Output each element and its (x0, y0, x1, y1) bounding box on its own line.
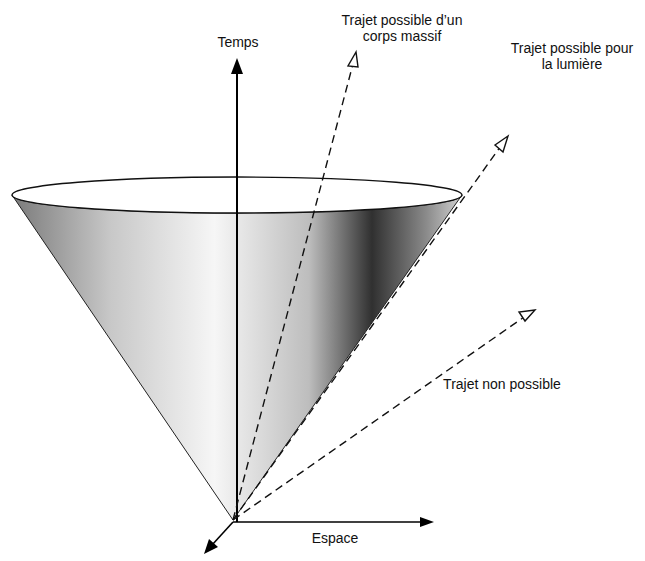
path-label: Trajet possible pour la lumière (506, 40, 638, 72)
path-arrowhead (348, 52, 358, 67)
axis-label: Espace (300, 530, 370, 546)
time-axis (236, 70, 238, 522)
impossible-path (233, 315, 527, 520)
massive-path (233, 60, 354, 520)
axis-arrowhead (420, 517, 434, 527)
axis-arrowhead (231, 58, 243, 74)
path-arrowhead (495, 136, 508, 152)
light-path (233, 143, 503, 520)
depth-axis (212, 522, 233, 545)
path-label: Trajet non possible (432, 376, 572, 392)
path-label: Trajet possible d’un corps massif (338, 12, 466, 44)
axis-label: Temps (212, 34, 264, 50)
space-axis (233, 521, 422, 523)
path-arrowhead (519, 310, 535, 321)
axis-arrowhead (204, 539, 218, 554)
